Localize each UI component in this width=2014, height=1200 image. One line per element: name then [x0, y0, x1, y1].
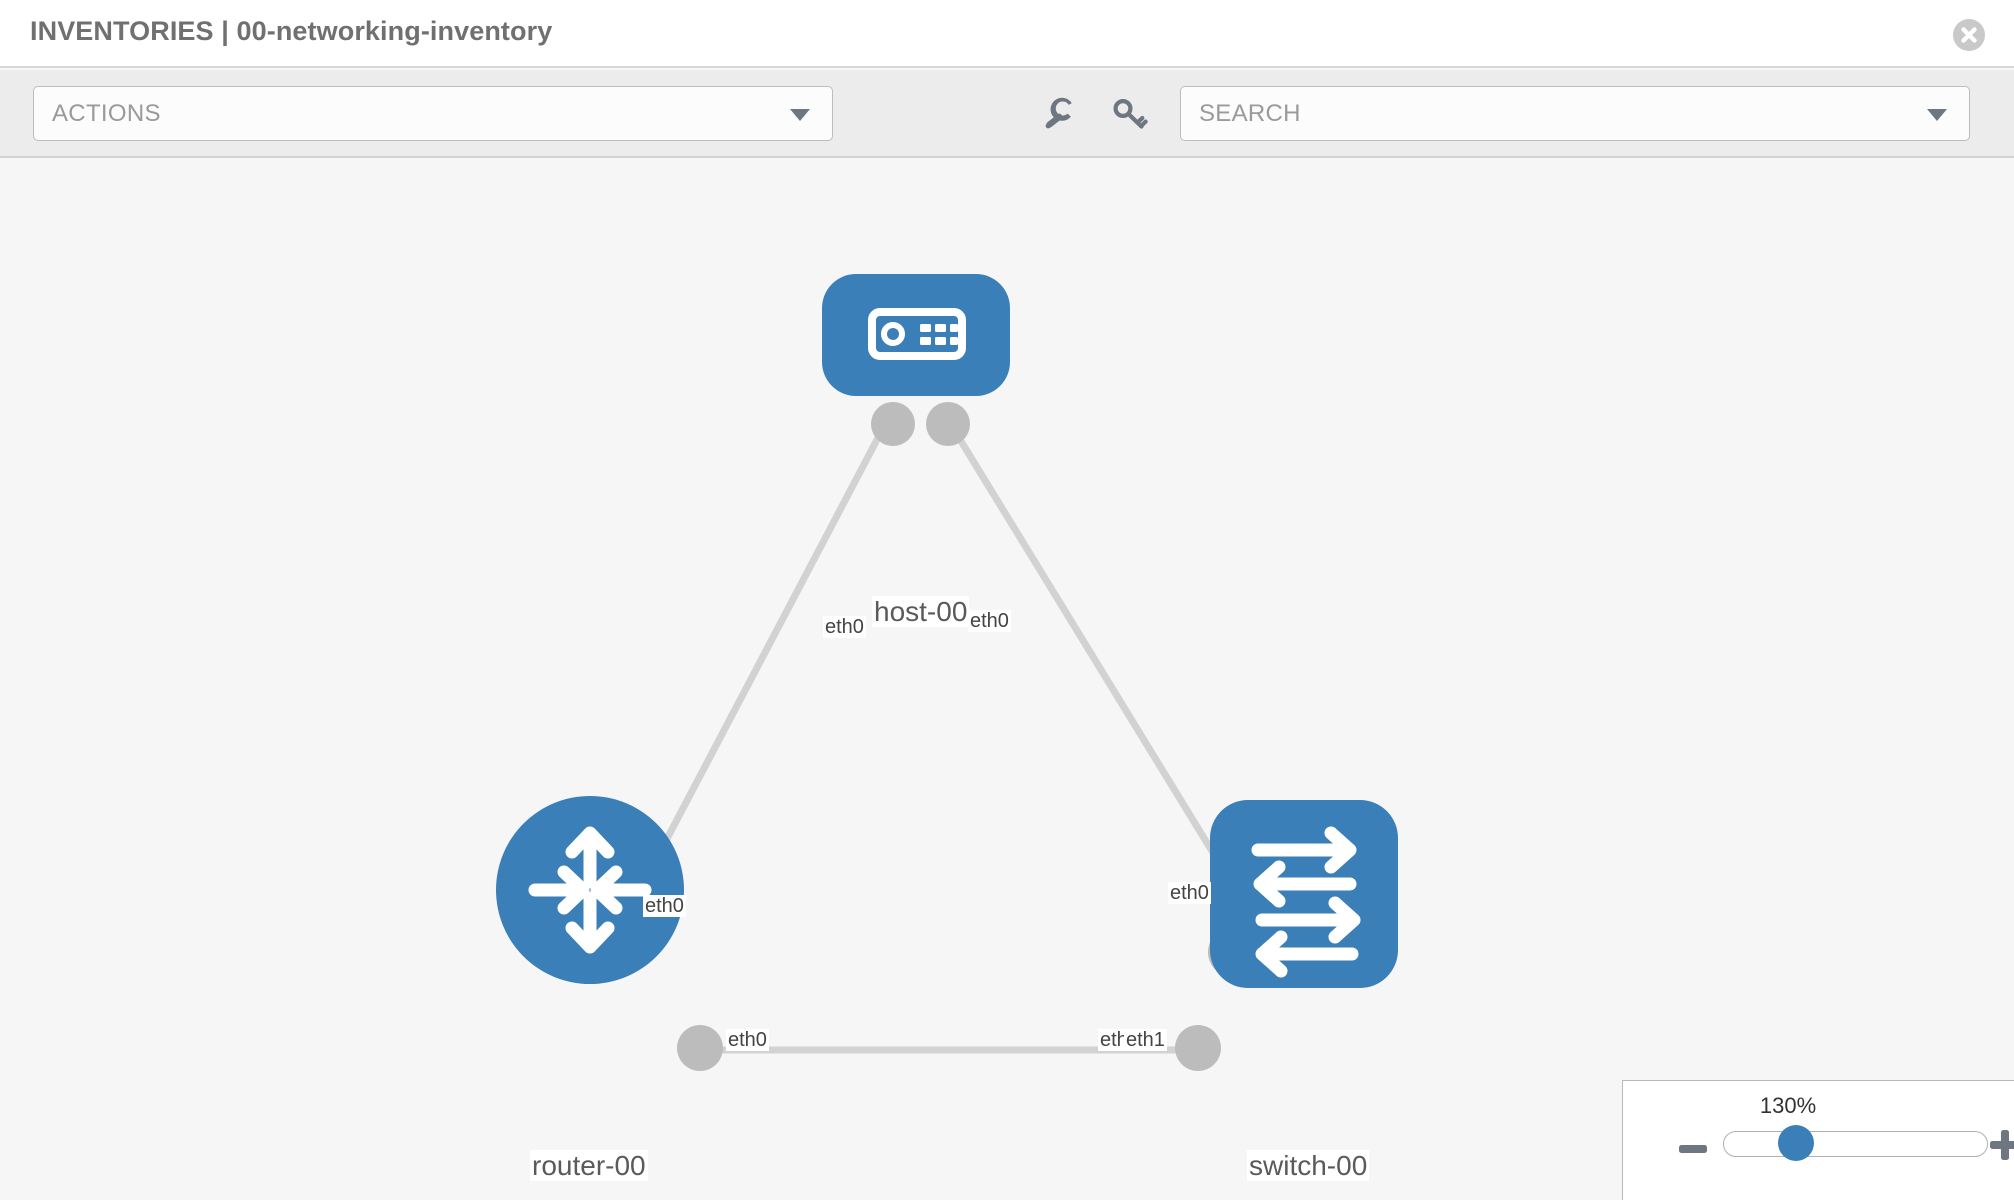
connector-switch-left[interactable] — [1175, 1025, 1221, 1071]
iface-label-switch-left: eth1 — [1124, 1029, 1167, 1052]
node-label-router-00: router-00 — [530, 1150, 648, 1182]
node-router-00[interactable] — [496, 796, 684, 984]
iface-label-host-right: eth0 — [968, 610, 1011, 633]
chevron-down-icon — [790, 108, 810, 121]
key-icon[interactable] — [1108, 92, 1152, 136]
toolbar: ACTIONS SEARC — [0, 70, 2014, 158]
page-title: INVENTORIES | 00-networking-inventory — [30, 16, 553, 46]
close-icon[interactable] — [1952, 18, 1986, 52]
page-header: INVENTORIES | 00-networking-inventory — [0, 0, 2014, 68]
wrench-icon[interactable] — [1038, 92, 1082, 136]
chevron-down-icon[interactable] — [1927, 108, 1947, 121]
node-host-00[interactable] — [822, 274, 1010, 396]
topology-graph — [496, 274, 1398, 1071]
search-input[interactable]: SEARCH — [1180, 86, 1970, 141]
search-placeholder-text: SEARCH — [1199, 100, 1301, 127]
iface-label-switch-up: eth0 — [1168, 882, 1211, 905]
topology-canvas[interactable]: host-00 router-00 switch-00 eth0 eth0 et… — [0, 160, 2014, 1200]
iface-label-host-left: eth0 — [823, 616, 866, 639]
actions-dropdown[interactable]: ACTIONS — [33, 86, 833, 141]
node-label-host-00: host-00 — [872, 596, 970, 628]
iface-label-router-right: eth0 — [726, 1029, 769, 1052]
node-label-switch-00: switch-00 — [1247, 1150, 1370, 1182]
connector-host-left[interactable] — [871, 402, 915, 446]
zoom-percent-label: 130% — [1759, 1093, 1817, 1118]
actions-dropdown-label: ACTIONS — [52, 100, 161, 127]
connector-host-right[interactable] — [926, 402, 970, 446]
zoom-control-panel: 130% — [1622, 1080, 2014, 1200]
connector-router-right[interactable] — [677, 1025, 723, 1071]
node-switch-00[interactable] — [1210, 800, 1398, 988]
plus-icon[interactable] — [1988, 1128, 2014, 1162]
link-host-switch[interactable] — [942, 413, 1248, 907]
zoom-slider-thumb[interactable] — [1778, 1125, 1814, 1161]
minus-icon[interactable] — [1678, 1136, 1708, 1162]
iface-label-router-up: eth0 — [643, 895, 686, 918]
zoom-slider[interactable] — [1723, 1131, 1988, 1157]
link-host-router[interactable] — [636, 413, 894, 892]
